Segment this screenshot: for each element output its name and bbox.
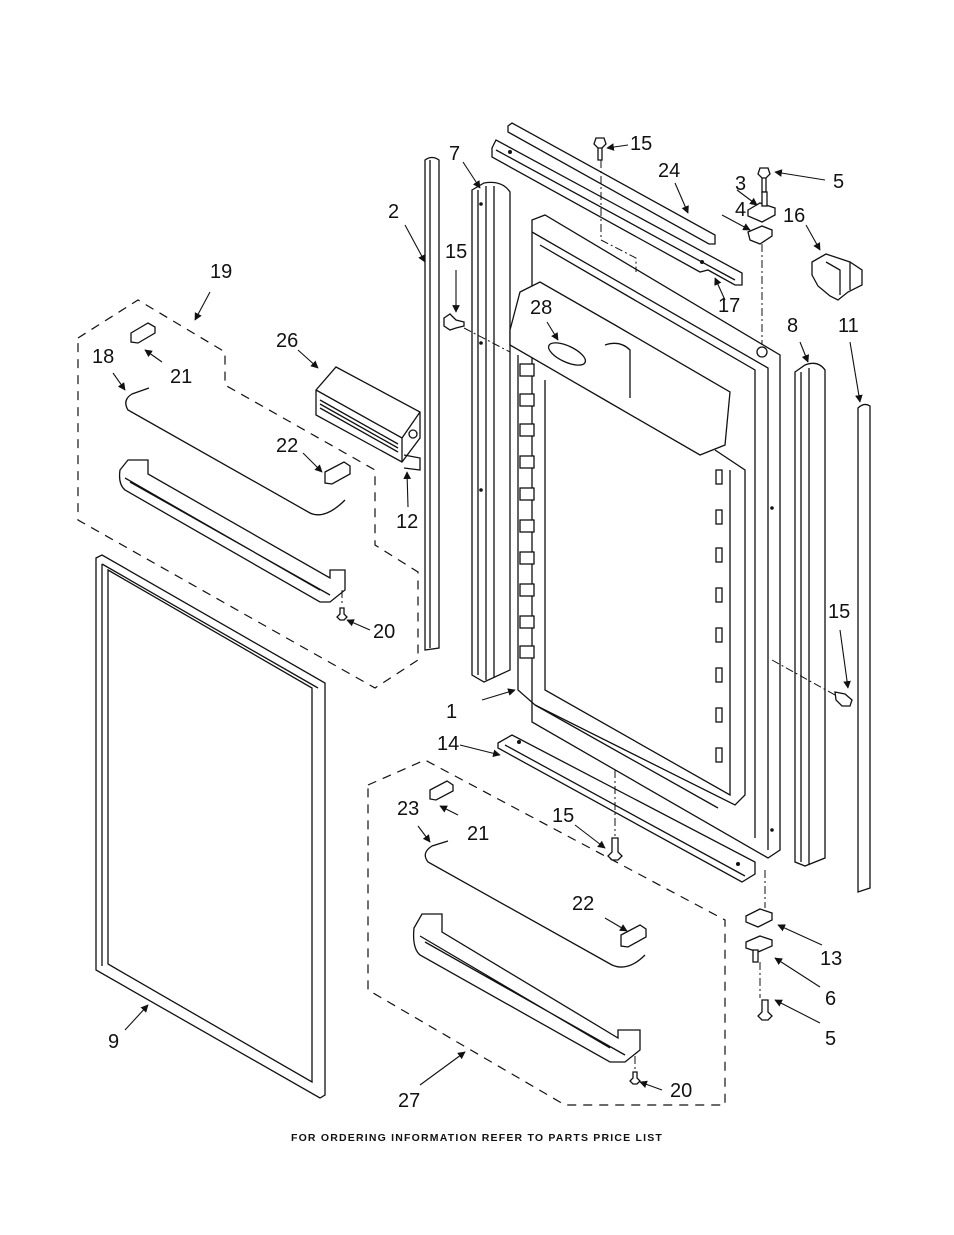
callout-19[interactable]: 19 <box>210 261 232 283</box>
hinge-cover-part-16[interactable] <box>812 254 862 300</box>
shelf-end-cap-part-21-lower[interactable] <box>430 781 453 800</box>
callout-22-upper[interactable]: 22 <box>276 435 298 457</box>
callout-9[interactable]: 9 <box>108 1031 119 1053</box>
callout-2[interactable]: 2 <box>388 201 399 223</box>
callout-11[interactable]: 11 <box>838 315 859 337</box>
callout-27[interactable]: 27 <box>398 1090 420 1112</box>
callout-5-bottom[interactable]: 5 <box>825 1028 836 1050</box>
callout-24[interactable]: 24 <box>658 160 680 182</box>
callout-15-top[interactable]: 15 <box>630 133 652 155</box>
callout-4[interactable]: 4 <box>735 199 746 221</box>
alignment-line-hinge-bottom <box>760 870 765 998</box>
trim-strip-part-11[interactable] <box>858 404 870 892</box>
light-housing-part-26[interactable] <box>316 367 420 470</box>
callout-15-right[interactable]: 15 <box>828 601 850 623</box>
ordering-info-footer: FOR ORDERING INFORMATION REFER TO PARTS … <box>0 1132 954 1144</box>
screw-part-20-upper[interactable] <box>337 608 347 620</box>
callout-28[interactable]: 28 <box>530 297 552 319</box>
callout-1[interactable]: 1 <box>446 701 457 723</box>
callout-21-upper[interactable]: 21 <box>170 366 192 388</box>
callout-22-lower[interactable]: 22 <box>572 893 594 915</box>
shelf-end-cap-part-21-upper[interactable] <box>131 323 155 343</box>
callout-21-lower[interactable]: 21 <box>467 823 489 845</box>
door-bin-upper[interactable] <box>120 460 345 602</box>
callout-5-top[interactable]: 5 <box>833 171 844 193</box>
hinge-shim-part-4[interactable] <box>748 226 772 244</box>
screw-part-20-lower[interactable] <box>630 1072 640 1084</box>
callout-16[interactable]: 16 <box>783 205 805 227</box>
screw-part-5-bottom[interactable] <box>758 1000 772 1020</box>
hinge-part-3[interactable] <box>748 192 775 222</box>
trim-channel-part-7[interactable] <box>472 182 510 682</box>
callout-26[interactable]: 26 <box>276 330 298 352</box>
callout-14[interactable]: 14 <box>437 733 459 755</box>
callout-15-left[interactable]: 15 <box>445 241 467 263</box>
callout-3[interactable]: 3 <box>735 173 746 195</box>
shelf-end-cap-part-22-upper[interactable] <box>325 462 350 484</box>
screw-part-15-top[interactable] <box>594 138 606 160</box>
door-bin-lower[interactable] <box>414 914 640 1062</box>
callout-20-upper[interactable]: 20 <box>373 621 395 643</box>
shelf-end-cap-part-22-lower[interactable] <box>621 925 646 947</box>
screw-part-15-bottom[interactable] <box>608 838 622 860</box>
callout-7[interactable]: 7 <box>449 143 460 165</box>
callout-17[interactable]: 17 <box>718 295 740 317</box>
callout-18[interactable]: 18 <box>92 346 114 368</box>
screw-part-15-right[interactable] <box>835 692 852 706</box>
callout-20-lower[interactable]: 20 <box>670 1080 692 1102</box>
screw-part-5-top[interactable] <box>758 168 770 192</box>
trim-channel-part-8[interactable] <box>795 363 825 866</box>
door-gasket-part-9[interactable] <box>96 555 325 1098</box>
trim-strip-part-2[interactable] <box>425 158 439 651</box>
hinge-shim-part-13[interactable] <box>746 909 772 927</box>
screw-part-15-left[interactable] <box>444 314 464 330</box>
callout-6[interactable]: 6 <box>825 988 836 1010</box>
callout-23[interactable]: 23 <box>397 798 419 820</box>
callout-12[interactable]: 12 <box>396 511 418 533</box>
callout-8[interactable]: 8 <box>787 315 798 337</box>
callout-15-bottom[interactable]: 15 <box>552 805 574 827</box>
hinge-part-6[interactable] <box>746 936 772 962</box>
callout-13[interactable]: 13 <box>820 948 842 970</box>
